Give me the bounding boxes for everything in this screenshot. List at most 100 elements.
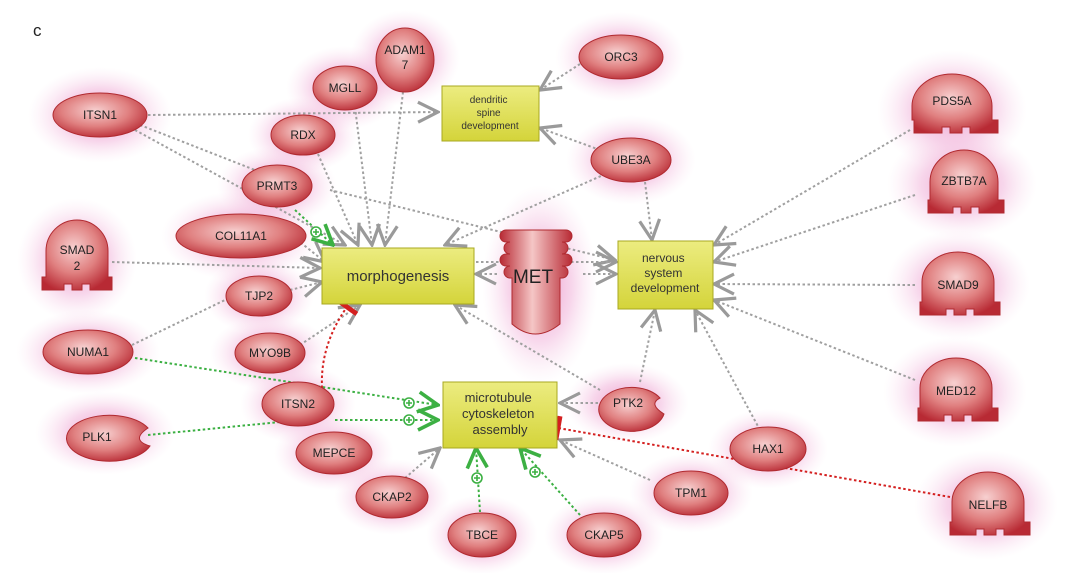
- plus-icon: [529, 466, 541, 478]
- edge-prmt3-nervous: [329, 189, 615, 260]
- edge-adam17-morph: [385, 91, 404, 245]
- nervous-line2: system: [644, 266, 682, 280]
- edge-itsn1-dendritic: [147, 112, 438, 115]
- node-ckap5[interactable]: CKAP5: [566, 512, 642, 558]
- edge-itsn2-morph-inhibit: [320, 298, 359, 389]
- plus-icon: [403, 414, 415, 426]
- ube3a-label: UBE3A: [611, 153, 650, 167]
- mt-line1: microtubule: [465, 390, 532, 405]
- edge-zbtb7a-nervous: [714, 194, 916, 262]
- ckap2-label: CKAP2: [372, 490, 412, 504]
- dendritic-line1: dendritic: [470, 95, 508, 106]
- edge-hax1-nervous: [695, 310, 761, 431]
- node-mgll[interactable]: MGLL: [312, 65, 378, 111]
- dendritic-line2: spine: [477, 108, 501, 119]
- plus-icon: [403, 397, 415, 409]
- ptk2-label: PTK2: [613, 396, 643, 410]
- panel-label: c: [33, 21, 42, 40]
- edge-tjp2-morph: [289, 282, 322, 290]
- edge-nelfb-mt-inhibit: [553, 415, 951, 498]
- itsn1-label: ITSN1: [83, 108, 117, 122]
- mt-line3: assembly: [473, 422, 528, 437]
- node-hax1[interactable]: HAX1: [729, 426, 807, 472]
- edge-ptk2-morph: [455, 305, 601, 391]
- node-itsn2[interactable]: ITSN2: [261, 381, 335, 427]
- hax1-label: HAX1: [752, 442, 784, 456]
- process-nervous-system[interactable]: nervous system development: [617, 240, 714, 310]
- edge-smad9-nervous: [714, 284, 916, 285]
- col11a1-label: COL11A1: [215, 229, 267, 243]
- med12-label: MED12: [936, 384, 976, 398]
- node-tbce[interactable]: TBCE: [447, 512, 517, 558]
- tpm1-label: TPM1: [675, 486, 707, 500]
- node-tjp2[interactable]: TJP2: [225, 275, 293, 317]
- rdx-label: RDX: [290, 128, 315, 142]
- tjp2-label: TJP2: [245, 289, 273, 303]
- process-morphogenesis[interactable]: morphogenesis: [321, 247, 475, 305]
- morphogenesis-label: morphogenesis: [347, 268, 450, 285]
- zbtb7a-label: ZBTB7A: [941, 174, 986, 188]
- node-prmt3[interactable]: PRMT3: [241, 164, 313, 208]
- edge-ube3a-morph: [445, 171, 611, 245]
- node-smad9[interactable]: SMAD9: [919, 251, 1001, 316]
- node-itsn1[interactable]: ITSN1: [52, 92, 148, 138]
- node-med12[interactable]: MED12: [917, 357, 999, 422]
- pds5a-label: PDS5A: [932, 94, 971, 108]
- nervous-line1: nervous: [642, 251, 685, 265]
- node-col11a1[interactable]: COL11A1: [175, 213, 307, 259]
- node-ptk2[interactable]: PTK2: [598, 386, 665, 432]
- edge-rdx-morph: [317, 153, 358, 245]
- mepce-label: MEPCE: [313, 446, 356, 460]
- edge-numa1-mt: [134, 357, 438, 405]
- edge-ptk2-nervous: [639, 310, 655, 383]
- numa1-label: NUMA1: [67, 345, 109, 359]
- met-receptor[interactable]: MET: [499, 229, 573, 335]
- edge-numa1-tjp2: [131, 299, 226, 346]
- node-ckap2[interactable]: CKAP2: [355, 475, 429, 519]
- svg-text:microtubule cytoskeleton: microtubule cytoskeleton assembly: [462, 390, 538, 437]
- process-dendritic-spine[interactable]: dendritic spine development: [441, 85, 540, 142]
- node-orc3[interactable]: ORC3: [578, 34, 664, 80]
- met-label: MET: [513, 267, 554, 288]
- smad9-label: SMAD9: [937, 278, 979, 292]
- edge-itsn1-prmt3: [139, 124, 261, 173]
- edge-ube3a-dendritic: [540, 128, 601, 151]
- nervous-line3: development: [631, 281, 700, 295]
- node-nelfb[interactable]: NELFB: [949, 471, 1031, 536]
- dendritic-line3: development: [461, 121, 518, 132]
- plk1-label: PLK1: [82, 430, 112, 444]
- node-zbtb7a[interactable]: ZBTB7A: [927, 149, 1005, 214]
- node-myo9b[interactable]: MYO9B: [234, 332, 306, 374]
- edge-col11a1-morph: [284, 229, 325, 262]
- svg-text:dendritic spine de: dendritic spine development: [461, 95, 518, 132]
- prmt3-label: PRMT3: [257, 179, 298, 193]
- mgll-label: MGLL: [329, 81, 362, 95]
- ckap5-label: CKAP5: [584, 528, 624, 542]
- node-rdx[interactable]: RDX: [270, 114, 336, 156]
- node-pds5a[interactable]: PDS5A: [911, 73, 999, 134]
- mt-line2: cytoskeleton: [462, 406, 534, 421]
- myo9b-label: MYO9B: [249, 346, 291, 360]
- node-numa1[interactable]: NUMA1: [42, 329, 134, 375]
- plus-icon: [310, 226, 322, 238]
- node-mepce[interactable]: MEPCE: [295, 431, 373, 475]
- nelfb-label: NELFB: [969, 498, 1008, 512]
- itsn2-label: ITSN2: [281, 397, 315, 411]
- tbce-label: TBCE: [466, 528, 498, 542]
- node-tpm1[interactable]: TPM1: [653, 470, 729, 516]
- edge-pds5a-nervous: [714, 129, 911, 245]
- plus-icon: [471, 472, 483, 484]
- edge-mgll-morph: [354, 106, 372, 245]
- svg-text:nervous system dev: nervous system development: [631, 251, 700, 295]
- edge-plk1-mt: [147, 419, 301, 436]
- node-ube3a[interactable]: UBE3A: [590, 137, 672, 183]
- process-microtubule[interactable]: microtubule cytoskeleton assembly: [442, 381, 558, 449]
- edge-med12-nervous: [714, 300, 916, 381]
- node-plk1[interactable]: PLK1: [66, 414, 151, 462]
- activation-markers: [310, 226, 541, 484]
